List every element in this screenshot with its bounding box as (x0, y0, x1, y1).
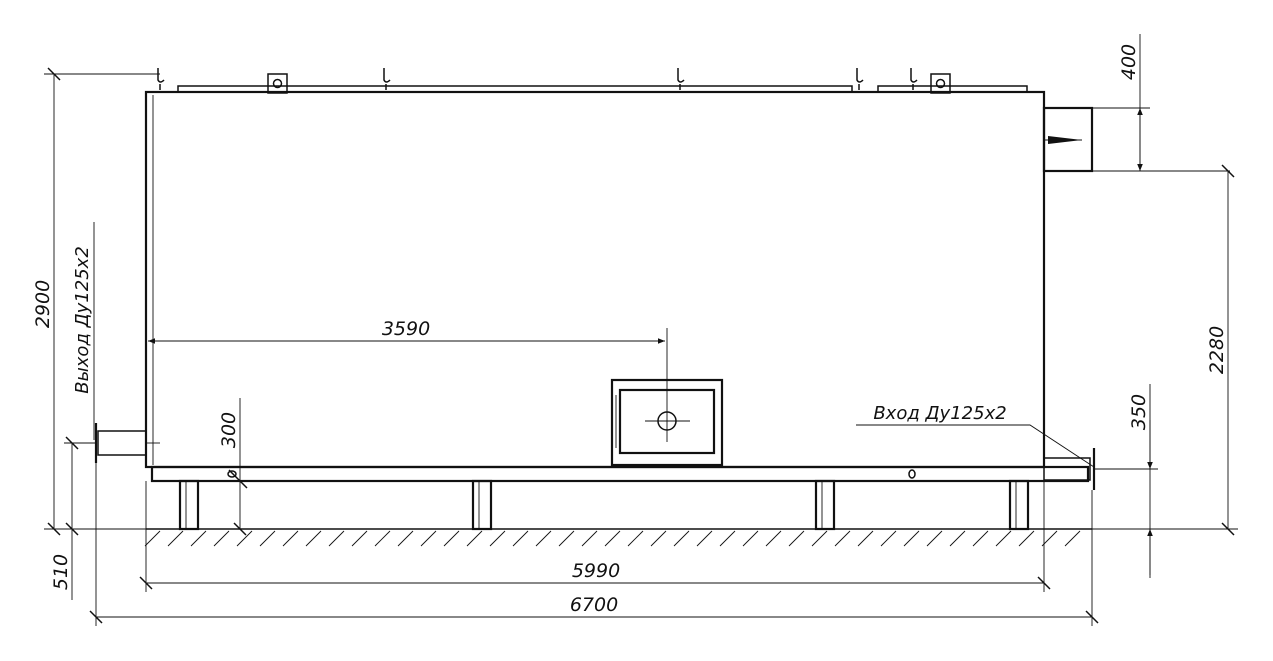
inlet-label: Вход Ду125х2 (873, 403, 1006, 424)
dimension-2900: 2900 (32, 67, 160, 536)
dim-label-2280: 2280 (1206, 326, 1228, 374)
dimension-6700: 6700 (89, 463, 1099, 626)
inlet-callout: Вход Ду125х2 (856, 403, 1095, 468)
dimension-350: 350 (1094, 384, 1158, 578)
dimension-300: 300 (218, 398, 248, 536)
dim-label-3590: 3590 (382, 318, 430, 340)
lifting-hooks (157, 68, 918, 90)
ground-hatching (144, 528, 1092, 547)
dim-label-300: 300 (218, 412, 240, 448)
base-frame (150, 457, 1090, 531)
dim-label-6700: 6700 (570, 594, 618, 616)
outlet-callout: Выход Ду125х2 (72, 222, 95, 440)
inlet-pipe (1043, 448, 1096, 490)
dim-label-400: 400 (1118, 44, 1140, 80)
outlet-label: Выход Ду125х2 (72, 246, 93, 394)
dim-label-5990: 5990 (572, 560, 620, 582)
top-bosses (267, 73, 951, 94)
dimension-3590: 3590 (148, 318, 668, 400)
dimension-5990: 5990 (139, 481, 1051, 592)
outlet-pipe (94, 423, 160, 463)
dim-label-510: 510 (50, 554, 72, 590)
dim-label-350: 350 (1128, 394, 1150, 430)
dimension-400: 400 (1092, 34, 1230, 172)
dim-label-2900: 2900 (32, 280, 54, 328)
dimension-2280: 2280 (1092, 164, 1238, 536)
flue-outlet (1042, 106, 1094, 173)
dimension-510: 510 (50, 436, 96, 600)
